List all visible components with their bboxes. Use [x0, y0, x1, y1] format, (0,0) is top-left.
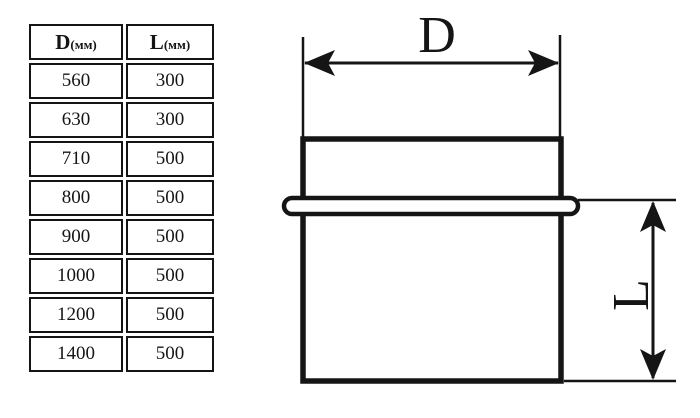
cell-l-value: 300	[126, 63, 214, 99]
header-cell-l: L(мм)	[126, 24, 214, 60]
l-arrowhead-down-icon	[640, 349, 666, 380]
cell-d-value: 1200	[29, 297, 123, 333]
cell-d-value: 710	[29, 141, 123, 177]
header-l-unit: (мм)	[163, 36, 191, 52]
dimension-label-l: L	[603, 279, 660, 311]
header-d-symbol: D	[55, 29, 71, 54]
dimension-label-d: D	[418, 7, 456, 64]
cell-d-value: 900	[29, 219, 123, 255]
d-arrowhead-right-icon	[528, 50, 559, 76]
flange-collar	[281, 195, 581, 217]
cell-l-value: 300	[126, 102, 214, 138]
cell-l-value: 500	[126, 336, 214, 372]
header-d-unit: (мм)	[70, 36, 97, 52]
cell-l-value: 500	[126, 297, 214, 333]
cell-l-value: 500	[126, 219, 214, 255]
header-l-symbol: L	[149, 29, 164, 54]
duct-body-outline	[300, 136, 564, 384]
cell-d-value: 1400	[29, 336, 123, 372]
l-arrowhead-up-icon	[640, 201, 666, 232]
cell-d-value: 560	[29, 63, 123, 99]
cell-l-value: 500	[126, 180, 214, 216]
cell-l-value: 500	[126, 141, 214, 177]
cell-d-value: 630	[29, 102, 123, 138]
cell-d-value: 800	[29, 180, 123, 216]
d-arrowhead-left-icon	[304, 50, 335, 76]
header-row: D(мм) L(мм)	[29, 24, 214, 60]
table-header: D(мм) L(мм)	[29, 24, 214, 60]
cell-l-value: 500	[126, 258, 214, 294]
header-cell-d: D(мм)	[29, 24, 123, 60]
cell-d-value: 1000	[29, 258, 123, 294]
